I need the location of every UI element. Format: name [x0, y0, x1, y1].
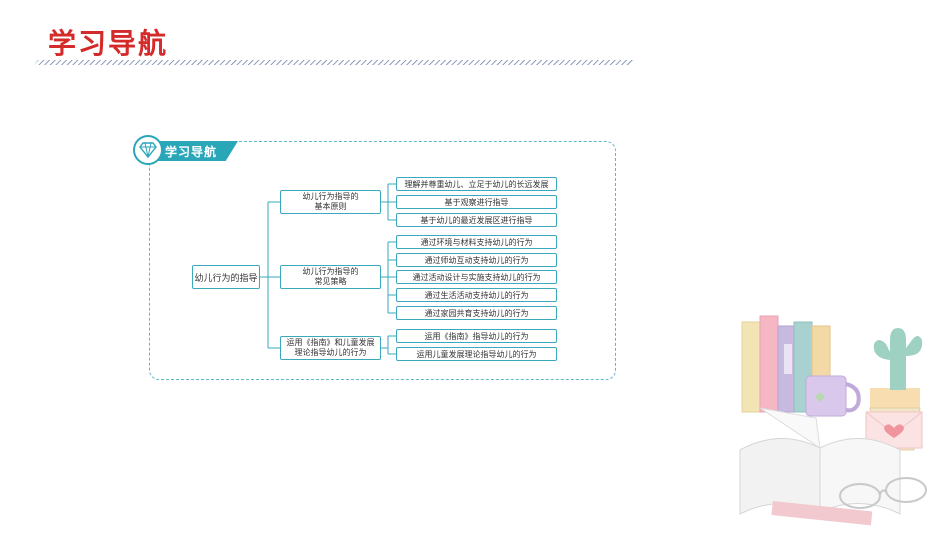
- diagram-frame: [149, 141, 616, 380]
- badge-ribbon: [150, 141, 238, 161]
- root-node: 幼儿行为的指导: [192, 265, 260, 289]
- leaf-node: 基于幼儿的最近发展区进行指导: [396, 213, 557, 227]
- books-plant-illustration: [739, 315, 927, 526]
- leaf-node: 通过活动设计与实施支持幼儿的行为: [396, 270, 557, 284]
- leaf-node: 通过师幼互动支持幼儿的行为: [396, 253, 557, 267]
- leaf-node: 理解并尊重幼儿、立足于幼儿的长远发展: [396, 177, 557, 191]
- page-title: 学习导航: [48, 27, 169, 60]
- leaf-node: 基于观察进行指导: [396, 195, 557, 209]
- branch-node: 幼儿行为指导的 常见策略: [280, 265, 381, 289]
- leaf-node: 通过环境与材料支持幼儿的行为: [396, 235, 557, 249]
- leaf-node: 通过生活活动支持幼儿的行为: [396, 288, 557, 302]
- branch-node: 幼儿行为指导的 基本原则: [280, 190, 381, 214]
- title-underline: [34, 60, 634, 65]
- leaf-node: 通过家园共育支持幼儿的行为: [396, 306, 557, 320]
- branch-node: 运用《指南》和儿童发展 理论指导幼儿的行为: [280, 336, 381, 360]
- diamond-icon: [133, 135, 163, 165]
- badge-label: 学习导航: [165, 145, 218, 159]
- leaf-node: 运用《指南》指导幼儿的行为: [396, 329, 557, 343]
- leaf-node: 运用儿童发展理论指导幼儿的行为: [396, 347, 557, 361]
